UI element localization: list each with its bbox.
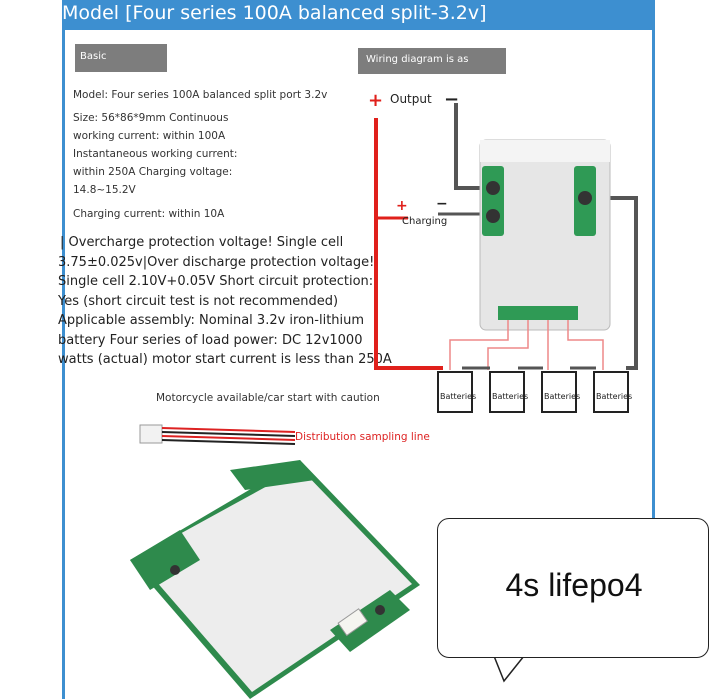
battery-label: Batteries <box>492 392 529 401</box>
dark-battery-wire <box>598 196 638 370</box>
left-frame <box>0 0 65 699</box>
spec-line: Instantaneous working current: <box>73 148 238 160</box>
wiring-diagram-tab: Wiring diagram is as follows <box>358 48 506 89</box>
balance-port <box>337 608 368 637</box>
output-minus-sign: − <box>444 89 460 110</box>
sampling-wire <box>161 439 296 445</box>
bms-product-image <box>130 424 420 699</box>
battery-3 <box>541 371 577 413</box>
battery-2 <box>489 371 525 413</box>
sampling-wire <box>449 320 509 370</box>
sampling-wire <box>161 431 296 437</box>
bms-left-terminal-strip <box>482 166 504 236</box>
aluminum-cover <box>136 468 412 692</box>
spec-line: within 250A Charging voltage: <box>73 166 233 178</box>
description-line: | Overcharge protection voltage! Single … <box>60 235 344 250</box>
terminal-b-minus-right <box>578 191 592 205</box>
battery-label: Batteries <box>596 392 633 401</box>
right-frame <box>652 0 715 520</box>
terminal-b-minus <box>486 181 500 195</box>
bubble-text: 4s lifepo4 <box>505 567 643 603</box>
screw-terminal <box>375 605 385 615</box>
description-line: 3.75±0.025v|Over discharge protection vo… <box>58 255 375 270</box>
pcb-strip-top <box>230 460 315 490</box>
description-line: Single cell 2.10V+0.05V Short circuit pr… <box>58 274 374 289</box>
battery-1 <box>437 371 473 413</box>
red-output-wire <box>374 118 443 370</box>
screw-terminal <box>170 565 180 575</box>
battery-label: Batteries <box>544 392 581 401</box>
sampling-wire <box>567 320 604 370</box>
title-bar <box>0 0 715 30</box>
sampling-wire <box>161 427 296 433</box>
wiring-diagram: + Output − + − Charging Batteries Batter… <box>358 78 652 423</box>
wiring-diagram-drawing <box>374 103 638 413</box>
balance-plug <box>139 424 163 444</box>
battery-label: Batteries <box>440 392 477 401</box>
bms-board-top <box>480 140 610 162</box>
charging-label: Charging <box>402 216 448 227</box>
spec-line: working current: within 100A <box>73 130 226 142</box>
pcb-strip-left <box>130 530 200 590</box>
speech-bubble: 4s lifepo4 <box>437 518 709 658</box>
spec-charging-current: Charging current: within 10A <box>73 208 225 220</box>
pcb-strip-right <box>330 590 410 652</box>
description-line: Yes (short circuit test is not recommend… <box>58 294 339 309</box>
charging-plus-sign: + <box>396 198 408 214</box>
charging-minus-sign: − <box>436 196 448 212</box>
terminal-c-minus <box>486 209 500 223</box>
sampling-wire <box>487 320 529 370</box>
bubble-tail <box>492 655 526 683</box>
basic-parameters-tab: Basic parameters <box>75 44 167 88</box>
page-title: Model [Four series 100A balanced split-3… <box>62 2 487 24</box>
battery-4 <box>593 371 629 413</box>
caution-note: Motorcycle available/car start with caut… <box>156 392 380 404</box>
description-line: watts (actual) motor start current is le… <box>58 352 392 367</box>
description-line: Applicable assembly: Nominal 3.2v iron-l… <box>58 313 365 328</box>
output-plus-sign: + <box>368 90 384 111</box>
spec-model: Model: Four series 100A balanced split p… <box>73 89 328 101</box>
sampling-wire <box>161 435 296 441</box>
spec-line: 14.8~15.2V <box>73 184 136 196</box>
balance-connector <box>498 306 578 320</box>
spec-line: Size: 56*86*9mm Continuous <box>73 112 229 124</box>
output-label: Output <box>390 92 432 106</box>
description-line: battery Four series of load power: DC 12… <box>58 333 363 348</box>
sampling-line-label: Distribution sampling line <box>295 431 430 443</box>
